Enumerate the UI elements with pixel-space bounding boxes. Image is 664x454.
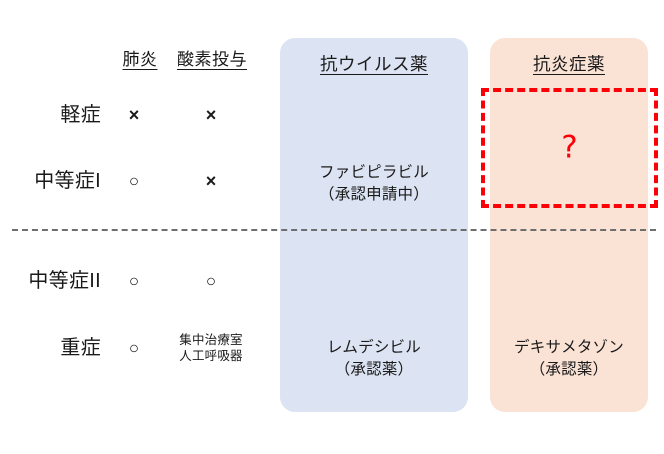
- cell-oxygen-row-4: 集中治療室人工呼吸器: [179, 332, 243, 364]
- antiinflammatory-severe-treatment: デキサメタゾン （承認薬）: [490, 337, 648, 381]
- severity-row-label-4: 重症: [60, 337, 101, 359]
- drug-column-antiinflammatory: 抗炎症薬 デキサメタゾン （承認薬）: [490, 38, 648, 412]
- cell-pneumonia-row-1: ×: [128, 105, 140, 125]
- cell-oxygen-row-1: ×: [205, 105, 217, 125]
- antiviral-mild-drug-name: ファビピラビル: [319, 164, 429, 181]
- severity-row-label-1: 軽症: [60, 104, 101, 126]
- antiviral-severe-drug-status: （承認薬）: [334, 361, 414, 378]
- antiviral-severe-drug-name: レムデシビル: [327, 339, 421, 356]
- cell-oxygen-note-line-1: 集中治療室: [179, 333, 243, 347]
- cell-oxygen-row-2: ×: [205, 171, 217, 191]
- severity-divider-line: [12, 229, 656, 231]
- cell-oxygen-row-3: ○: [205, 271, 217, 291]
- matrix-column-header-2: 酸素投与: [177, 50, 247, 69]
- cell-pneumonia-row-4: ○: [128, 338, 140, 358]
- cell-pneumonia-row-3: ○: [128, 271, 140, 291]
- antiinflammatory-severe-drug-status: （承認薬）: [529, 361, 609, 378]
- antiviral-mild-treatment: ファビピラビル （承認申請中）: [280, 162, 468, 206]
- cell-pneumonia-row-2: ○: [128, 171, 140, 191]
- unknown-treatment-highlight-box: ?: [481, 88, 658, 208]
- cell-oxygen-note-line-2: 人工呼吸器: [179, 349, 243, 363]
- severity-row-label-3: 中等症II: [28, 270, 101, 292]
- antiinflammatory-severe-drug-name: デキサメタゾン: [514, 339, 624, 356]
- drug-column-antiviral: 抗ウイルス薬 ファビピラビル （承認申請中） レムデシビル （承認薬）: [280, 38, 468, 412]
- severity-row-label-2: 中等症I: [34, 170, 101, 192]
- question-mark-icon: ?: [561, 129, 578, 166]
- column-header-antiinflammatory: 抗炎症薬: [533, 54, 605, 74]
- column-header-antiviral: 抗ウイルス薬: [320, 54, 428, 74]
- antiviral-severe-treatment: レムデシビル （承認薬）: [280, 337, 468, 381]
- matrix-column-header-1: 肺炎: [122, 50, 158, 69]
- antiviral-mild-drug-status: （承認申請中）: [319, 186, 429, 203]
